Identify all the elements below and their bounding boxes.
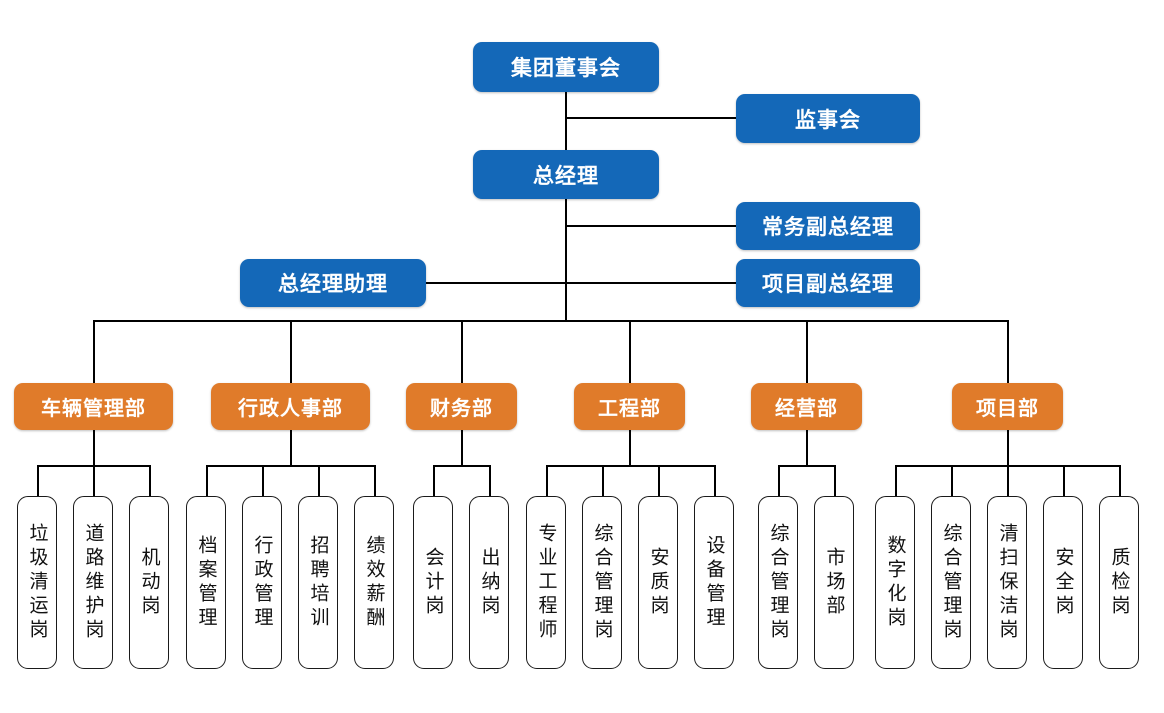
leaf-bar-dept-5 xyxy=(778,465,835,467)
connector-bus-to-dept-2 xyxy=(290,320,292,383)
connector-dept-6-stem xyxy=(1007,430,1009,466)
node-position-engineering-general-management[interactable]: 综合管理岗 xyxy=(582,496,622,669)
node-position-road-maintenance[interactable]: 道路维护岗 xyxy=(73,496,113,669)
position-label: 综合管理岗 xyxy=(591,522,613,643)
position-label: 行政管理 xyxy=(251,534,273,631)
leaf-bar-dept-4 xyxy=(546,465,715,467)
connector-leaf-6-2 xyxy=(951,465,953,496)
connector-leaf-6-4 xyxy=(1063,465,1065,496)
node-department-engineering[interactable]: 工程部 xyxy=(574,383,685,430)
connector-leaf-3-1 xyxy=(433,465,435,496)
position-label: 安质岗 xyxy=(647,546,669,619)
connector-leaf-6-5 xyxy=(1119,465,1121,496)
position-label: 设备管理 xyxy=(703,534,725,631)
position-label: 会计岗 xyxy=(422,546,444,619)
position-label: 数字化岗 xyxy=(884,534,906,631)
node-position-quality-inspection[interactable]: 质检岗 xyxy=(1099,496,1139,669)
connector-leaf-2-1 xyxy=(206,465,208,496)
connector-leaf-1-1 xyxy=(37,465,39,496)
connector-leaf-3-2 xyxy=(489,465,491,496)
node-position-marketing[interactable]: 市场部 xyxy=(814,496,854,669)
connector-leaf-2-2 xyxy=(262,465,264,496)
connector-leaf-4-1 xyxy=(546,465,548,496)
connector-to-executive-deputy-gm xyxy=(565,225,736,227)
node-position-project-general-management[interactable]: 综合管理岗 xyxy=(931,496,971,669)
node-supervisory-board[interactable]: 监事会 xyxy=(736,94,920,143)
node-board-of-directors[interactable]: 集团董事会 xyxy=(473,42,659,92)
connector-leaf-5-1 xyxy=(778,465,780,496)
node-position-safety[interactable]: 安全岗 xyxy=(1043,496,1083,669)
node-general-manager[interactable]: 总经理 xyxy=(473,150,659,199)
connector-to-project-deputy-gm xyxy=(565,282,736,284)
node-position-cashier[interactable]: 出纳岗 xyxy=(469,496,509,669)
connector-dept-5-stem xyxy=(806,430,808,466)
node-executive-deputy-gm[interactable]: 常务副总经理 xyxy=(736,202,920,250)
node-position-safety-quality[interactable]: 安质岗 xyxy=(638,496,678,669)
node-position-mobile-duty[interactable]: 机动岗 xyxy=(129,496,169,669)
connector-dept-4-stem xyxy=(629,430,631,466)
node-position-equipment-management[interactable]: 设备管理 xyxy=(694,496,734,669)
connector-leaf-1-3 xyxy=(149,465,151,496)
connector-leaf-5-2 xyxy=(834,465,836,496)
node-position-accounting[interactable]: 会计岗 xyxy=(413,496,453,669)
connector-bus-to-dept-4 xyxy=(629,320,631,383)
connector-gm-trunk xyxy=(565,198,567,320)
position-label: 质检岗 xyxy=(1108,546,1130,619)
connector-dept-1-stem xyxy=(93,430,95,466)
node-project-deputy-gm[interactable]: 项目副总经理 xyxy=(736,259,920,307)
position-label: 清扫保洁岗 xyxy=(996,522,1018,643)
connector-leaf-2-4 xyxy=(374,465,376,496)
node-position-records-management[interactable]: 档案管理 xyxy=(186,496,226,669)
position-label: 市场部 xyxy=(823,546,845,619)
connector-leaf-1-2 xyxy=(93,465,95,496)
position-label: 机动岗 xyxy=(138,546,160,619)
connector-dept-2-stem xyxy=(290,430,292,466)
connector-bus-to-dept-5 xyxy=(806,320,808,383)
position-label: 垃圾清运岗 xyxy=(26,522,48,643)
position-label: 安全岗 xyxy=(1052,546,1074,619)
connector-leaf-2-3 xyxy=(318,465,320,496)
position-label: 综合管理岗 xyxy=(940,522,962,643)
connector-bus-to-dept-6 xyxy=(1007,320,1009,383)
position-label: 出纳岗 xyxy=(478,546,500,619)
position-label: 档案管理 xyxy=(195,534,217,631)
node-department-vehicle-management[interactable]: 车辆管理部 xyxy=(14,383,173,430)
connector-leaf-6-3 xyxy=(1007,465,1009,496)
connector-board-to-gm xyxy=(565,92,567,152)
connector-bus-to-dept-1 xyxy=(93,320,95,383)
department-bus-bar xyxy=(93,320,1008,322)
position-label: 道路维护岗 xyxy=(82,522,104,643)
connector-to-gm-assistant xyxy=(425,282,566,284)
node-department-operations[interactable]: 经营部 xyxy=(751,383,862,430)
node-position-digitalization[interactable]: 数字化岗 xyxy=(875,496,915,669)
position-label: 招聘培训 xyxy=(307,534,329,631)
node-department-admin-hr[interactable]: 行政人事部 xyxy=(211,383,370,430)
leaf-bar-dept-2 xyxy=(206,465,375,467)
node-position-performance-compensation[interactable]: 绩效薪酬 xyxy=(354,496,394,669)
position-label: 绩效薪酬 xyxy=(363,534,385,631)
connector-dept-3-stem xyxy=(461,430,463,466)
node-position-operations-general-management[interactable]: 综合管理岗 xyxy=(758,496,798,669)
position-label: 专业工程师 xyxy=(535,522,557,643)
node-position-waste-transport[interactable]: 垃圾清运岗 xyxy=(17,496,57,669)
node-gm-assistant[interactable]: 总经理助理 xyxy=(240,259,426,307)
connector-leaf-4-4 xyxy=(714,465,716,496)
node-position-professional-engineer[interactable]: 专业工程师 xyxy=(526,496,566,669)
node-position-cleaning-sanitation[interactable]: 清扫保洁岗 xyxy=(987,496,1027,669)
leaf-bar-dept-3 xyxy=(433,465,490,467)
node-position-administration[interactable]: 行政管理 xyxy=(242,496,282,669)
node-position-recruitment-training[interactable]: 招聘培训 xyxy=(298,496,338,669)
position-label: 综合管理岗 xyxy=(767,522,789,643)
connector-leaf-4-2 xyxy=(602,465,604,496)
connector-to-supervisory-board xyxy=(565,117,736,119)
connector-leaf-6-1 xyxy=(895,465,897,496)
connector-leaf-4-3 xyxy=(658,465,660,496)
node-department-project[interactable]: 项目部 xyxy=(952,383,1063,430)
node-department-finance[interactable]: 财务部 xyxy=(406,383,517,430)
connector-bus-to-dept-3 xyxy=(461,320,463,383)
